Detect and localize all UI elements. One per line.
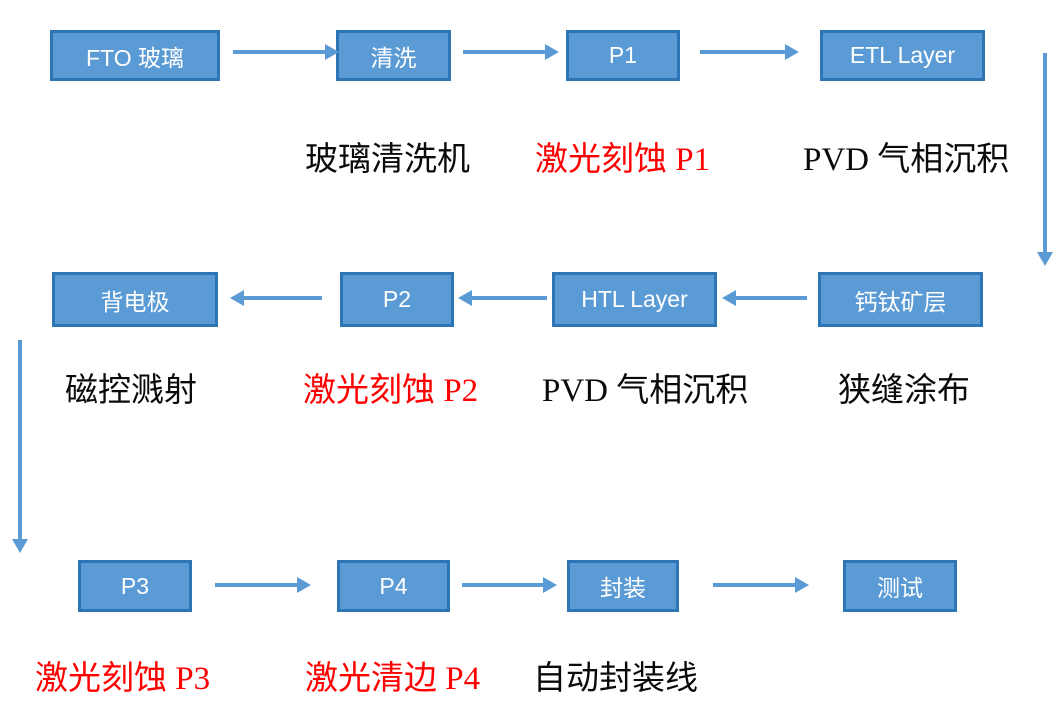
flow-box-p3: P3 <box>78 560 192 612</box>
label-laser-etch-p1: 激光刻蚀 P1 <box>535 142 711 178</box>
arrow-back-electrode-to-p3 <box>12 340 28 553</box>
label-laser-etch-p2: 激光刻蚀 P2 <box>303 373 479 409</box>
label-auto-encapsulation: 自动封装线 <box>533 661 698 697</box>
flow-box-etl-layer: ETL Layer <box>820 30 985 81</box>
flow-box-label: 钙钛矿层 <box>854 288 947 315</box>
flow-box-label: P3 <box>120 572 150 599</box>
arrow-p1-to-etl <box>700 44 799 60</box>
label-pvd-deposition-htl: PVD 气相沉积 <box>542 373 749 409</box>
arrow-head-right-icon <box>785 44 799 60</box>
arrow-head-right-icon <box>297 577 311 593</box>
label-magnetron-sputter: 磁控溅射 <box>65 373 197 409</box>
arrow-head-left-icon <box>722 290 736 306</box>
flow-box-label: 测试 <box>877 575 923 601</box>
flow-box-label: 背电极 <box>100 288 170 315</box>
arrow-fto-to-cleaning <box>233 44 339 60</box>
arrow-head-down-icon <box>12 539 28 553</box>
flow-box-label: FTO 玻璃 <box>86 44 184 71</box>
flow-box-label: ETL Layer <box>849 42 956 68</box>
flow-box-label: P1 <box>608 42 638 68</box>
arrow-head-down-icon <box>1037 252 1053 266</box>
flow-box-perovskite-layer: 钙钛矿层 <box>818 272 983 327</box>
flow-box-back-electrode: 背电极 <box>52 272 218 327</box>
label-laser-etch-p3: 激光刻蚀 P3 <box>35 661 211 697</box>
flow-box-encapsulation: 封装 <box>567 560 679 612</box>
flow-box-label: P4 <box>379 572 408 599</box>
flow-box-htl-layer: HTL Layer <box>552 272 717 327</box>
flow-box-testing: 测试 <box>843 560 957 612</box>
label-pvd-deposition-etl: PVD 气相沉积 <box>803 142 1010 178</box>
flow-box-cleaning: 清洗 <box>336 30 451 81</box>
arrow-head-left-icon <box>230 290 244 306</box>
arrow-p2-to-back-electrode <box>230 290 322 306</box>
flow-box-p1: P1 <box>566 30 680 81</box>
arrow-cleaning-to-p1 <box>463 44 559 60</box>
arrow-p4-to-encapsulation <box>462 577 557 593</box>
arrow-p3-to-p4 <box>215 577 311 593</box>
label-glass-washer: 玻璃清洗机 <box>305 142 470 178</box>
arrow-etl-to-perovskite <box>1037 53 1053 266</box>
flow-box-fto-glass: FTO 玻璃 <box>50 30 220 81</box>
flow-box-p4: P4 <box>337 560 450 612</box>
label-slot-die-coating: 狭缝涂布 <box>838 373 970 409</box>
arrow-htl-to-p2 <box>458 290 547 306</box>
flow-box-label: HTL Layer <box>581 286 688 312</box>
arrow-head-right-icon <box>545 44 559 60</box>
arrow-encapsulation-to-testing <box>713 577 809 593</box>
flow-box-label: 清洗 <box>370 44 417 71</box>
arrow-head-right-icon <box>543 577 557 593</box>
arrow-perovskite-to-htl <box>722 290 807 306</box>
arrow-head-right-icon <box>325 44 339 60</box>
arrow-head-right-icon <box>795 577 809 593</box>
arrow-head-left-icon <box>458 290 472 306</box>
flow-box-p2: P2 <box>340 272 454 327</box>
flow-box-label: 封装 <box>600 575 646 601</box>
label-laser-edge-clean-p4: 激光清边 P4 <box>305 661 481 697</box>
flow-box-label: P2 <box>382 286 412 312</box>
